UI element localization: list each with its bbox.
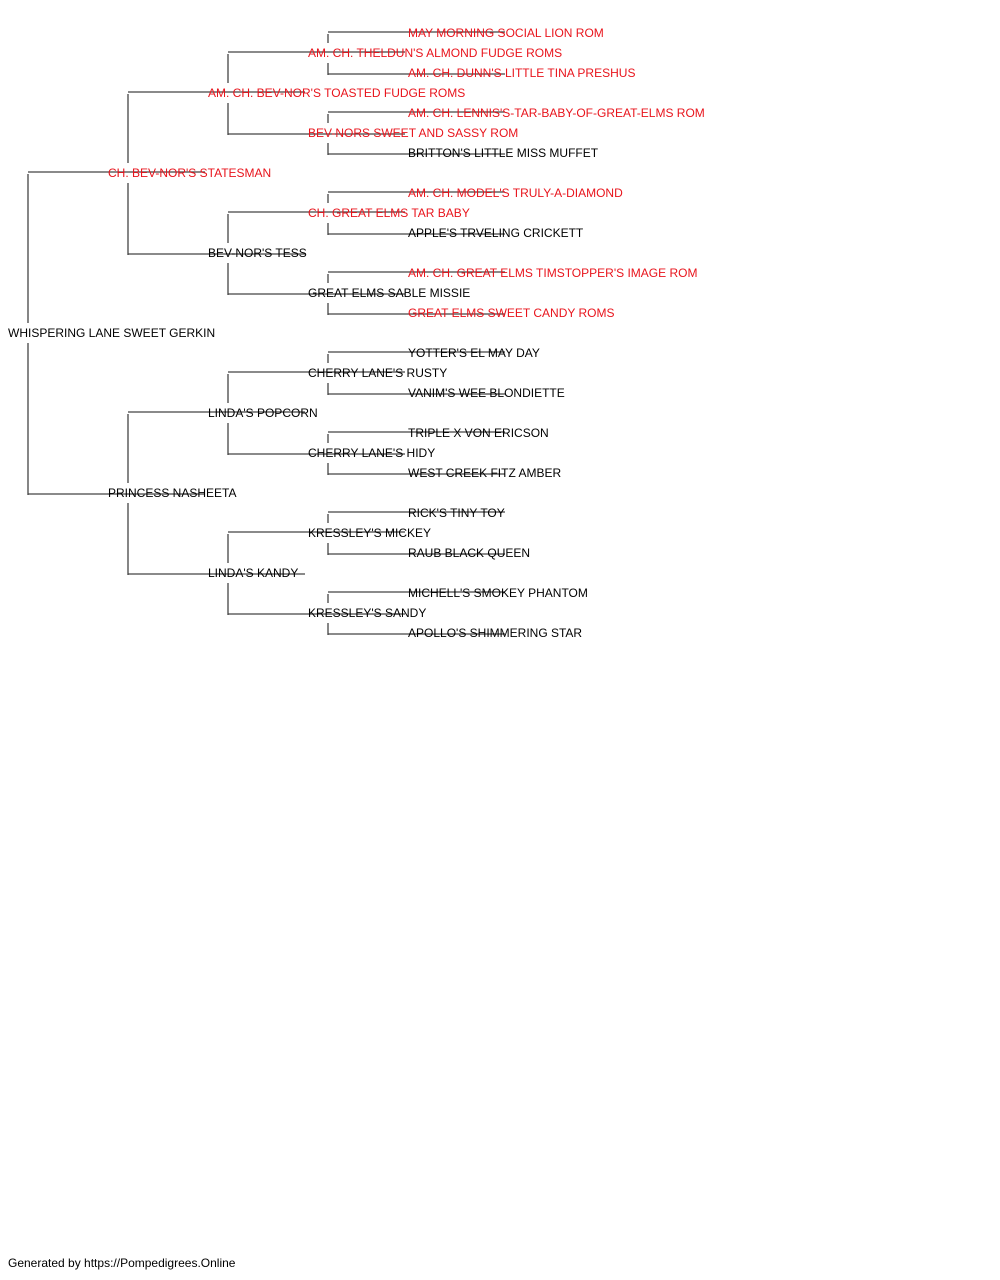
- pedigree-entry-gen3: AM. CH. BEV-NOR'S TOASTED FUDGE ROMS: [208, 86, 465, 100]
- pedigree-entry-gen5: MAY MORNING SOCIAL LION ROM: [408, 26, 604, 40]
- pedigree-entry-gen5: TRIPLE X VON ERICSON: [408, 426, 549, 440]
- pedigree-entry-gen4: CHERRY LANE'S RUSTY: [308, 366, 447, 380]
- pedigree-entry-gen3: LINDA'S POPCORN: [208, 406, 318, 420]
- pedigree-entry-gen3: BEV-NOR'S TESS: [208, 246, 307, 260]
- pedigree-entry-gen1: WHISPERING LANE SWEET GERKIN: [8, 326, 215, 340]
- pedigree-entry-gen2: CH. BEV-NOR'S STATESMAN: [108, 166, 271, 180]
- pedigree-entry-gen5: WEST CREEK FITZ AMBER: [408, 466, 561, 480]
- pedigree-entry-gen3: LINDA'S KANDY: [208, 566, 298, 580]
- pedigree-entry-gen4: AM. CH. THELDUN'S ALMOND FUDGE ROMS: [308, 46, 562, 60]
- pedigree-entry-gen5: APPLE'S TRVELING CRICKETT: [408, 226, 584, 240]
- pedigree-entry-gen5: RICK'S TINY TOY: [408, 506, 505, 520]
- pedigree-entry-gen5: YOTTER'S EL MAY DAY: [408, 346, 540, 360]
- pedigree-entry-gen5: AM. CH. GREAT ELMS TIMSTOPPER'S IMAGE RO…: [408, 266, 697, 280]
- pedigree-entry-gen5: VANIM'S WEE BLONDIETTE: [408, 386, 565, 400]
- pedigree-entry-gen5: RAUB BLACK QUEEN: [408, 546, 530, 560]
- pedigree-entry-gen5: AM. CH. LENNIS'S-TAR-BABY-OF-GREAT-ELMS …: [408, 106, 705, 120]
- pedigree-entry-gen5: APOLLO'S SHIMMERING STAR: [408, 626, 582, 640]
- pedigree-entry-gen4: KRESSLEY'S MICKEY: [308, 526, 431, 540]
- pedigree-entry-gen4: CHERRY LANE'S HIDY: [308, 446, 435, 460]
- pedigree-entry-gen4: BEV-NORS SWEET AND SASSY ROM: [308, 126, 518, 140]
- pedigree-entry-gen5: GREAT ELMS SWEET CANDY ROMS: [408, 306, 614, 320]
- pedigree-entry-gen4: CH. GREAT ELMS TAR BABY: [308, 206, 470, 220]
- pedigree-entry-gen5: MICHELL'S SMOKEY PHANTOM: [408, 586, 588, 600]
- pedigree-entry-gen4: KRESSLEY'S SANDY: [308, 606, 426, 620]
- pedigree-entry-gen5: BRITTON'S LITTLE MISS MUFFET: [408, 146, 599, 160]
- pedigree-entry-gen2: PRINCESS NASHEETA: [108, 486, 236, 500]
- pedigree-entry-gen4: GREAT ELMS SABLE MISSIE: [308, 286, 470, 300]
- pedigree-entry-gen5: AM. CH. DUNN'S LITTLE TINA PRESHUS: [408, 66, 635, 80]
- generated-by-footer: Generated by https://Pompedigrees.Online: [8, 1256, 236, 1270]
- pedigree-entry-gen5: AM. CH. MODEL'S TRULY-A-DIAMOND: [408, 186, 623, 200]
